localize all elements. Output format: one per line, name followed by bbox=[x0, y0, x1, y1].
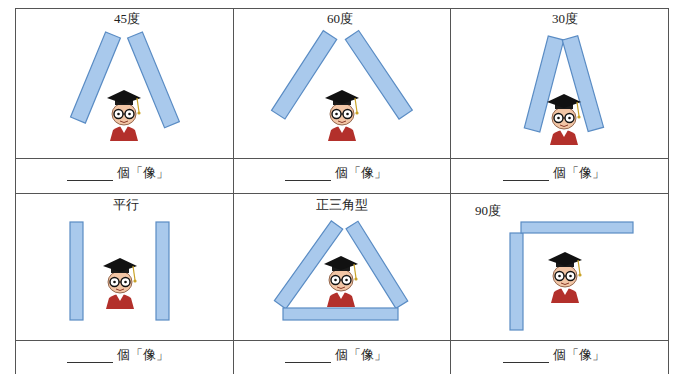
angle-label: 45度 bbox=[114, 11, 140, 27]
angle-label: 正三角型 bbox=[316, 197, 368, 213]
angle-label: 60度 bbox=[327, 11, 353, 27]
angle-label: 30度 bbox=[552, 11, 578, 27]
answer-blank bbox=[285, 167, 331, 181]
angle-label: 平行 bbox=[113, 197, 139, 213]
answer-label: 個「像」 bbox=[117, 165, 169, 181]
answer-label: 個「像」 bbox=[553, 165, 605, 181]
answer-row: 個「像」 bbox=[285, 347, 387, 363]
answer-row: 個「像」 bbox=[67, 347, 169, 363]
answer-row: 個「像」 bbox=[285, 165, 387, 181]
answer-row: 個「像」 bbox=[503, 165, 605, 181]
answer-blank bbox=[67, 167, 113, 181]
answer-blank bbox=[67, 349, 113, 363]
angle-label: 90度 bbox=[475, 203, 501, 219]
answer-label: 個「像」 bbox=[335, 347, 387, 363]
answer-blank bbox=[285, 349, 331, 363]
answer-row: 個「像」 bbox=[67, 165, 169, 181]
answer-blank bbox=[503, 167, 549, 181]
answer-blank bbox=[503, 349, 549, 363]
answer-row: 個「像」 bbox=[503, 347, 605, 363]
answer-label: 個「像」 bbox=[117, 347, 169, 363]
answer-label: 個「像」 bbox=[553, 347, 605, 363]
answer-label: 個「像」 bbox=[335, 165, 387, 181]
